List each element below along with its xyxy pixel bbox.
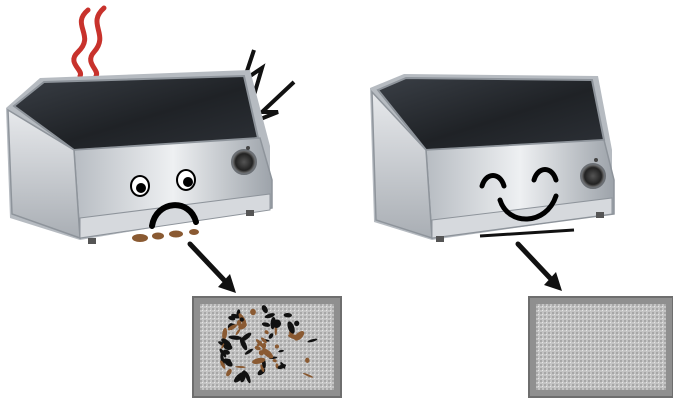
control-knob [232, 150, 256, 174]
cooktop-left [6, 8, 341, 397]
cooktop-right [370, 74, 673, 397]
grease-spot [223, 359, 231, 362]
heat-waves-icon [74, 8, 104, 76]
arrow-down-right-icon [190, 244, 236, 293]
grease-drip [132, 229, 199, 242]
control-knob [581, 164, 605, 188]
grease-filter-dirty [193, 297, 341, 397]
arrow-down-right-icon [518, 244, 562, 291]
grease-filter-clean [529, 297, 673, 397]
